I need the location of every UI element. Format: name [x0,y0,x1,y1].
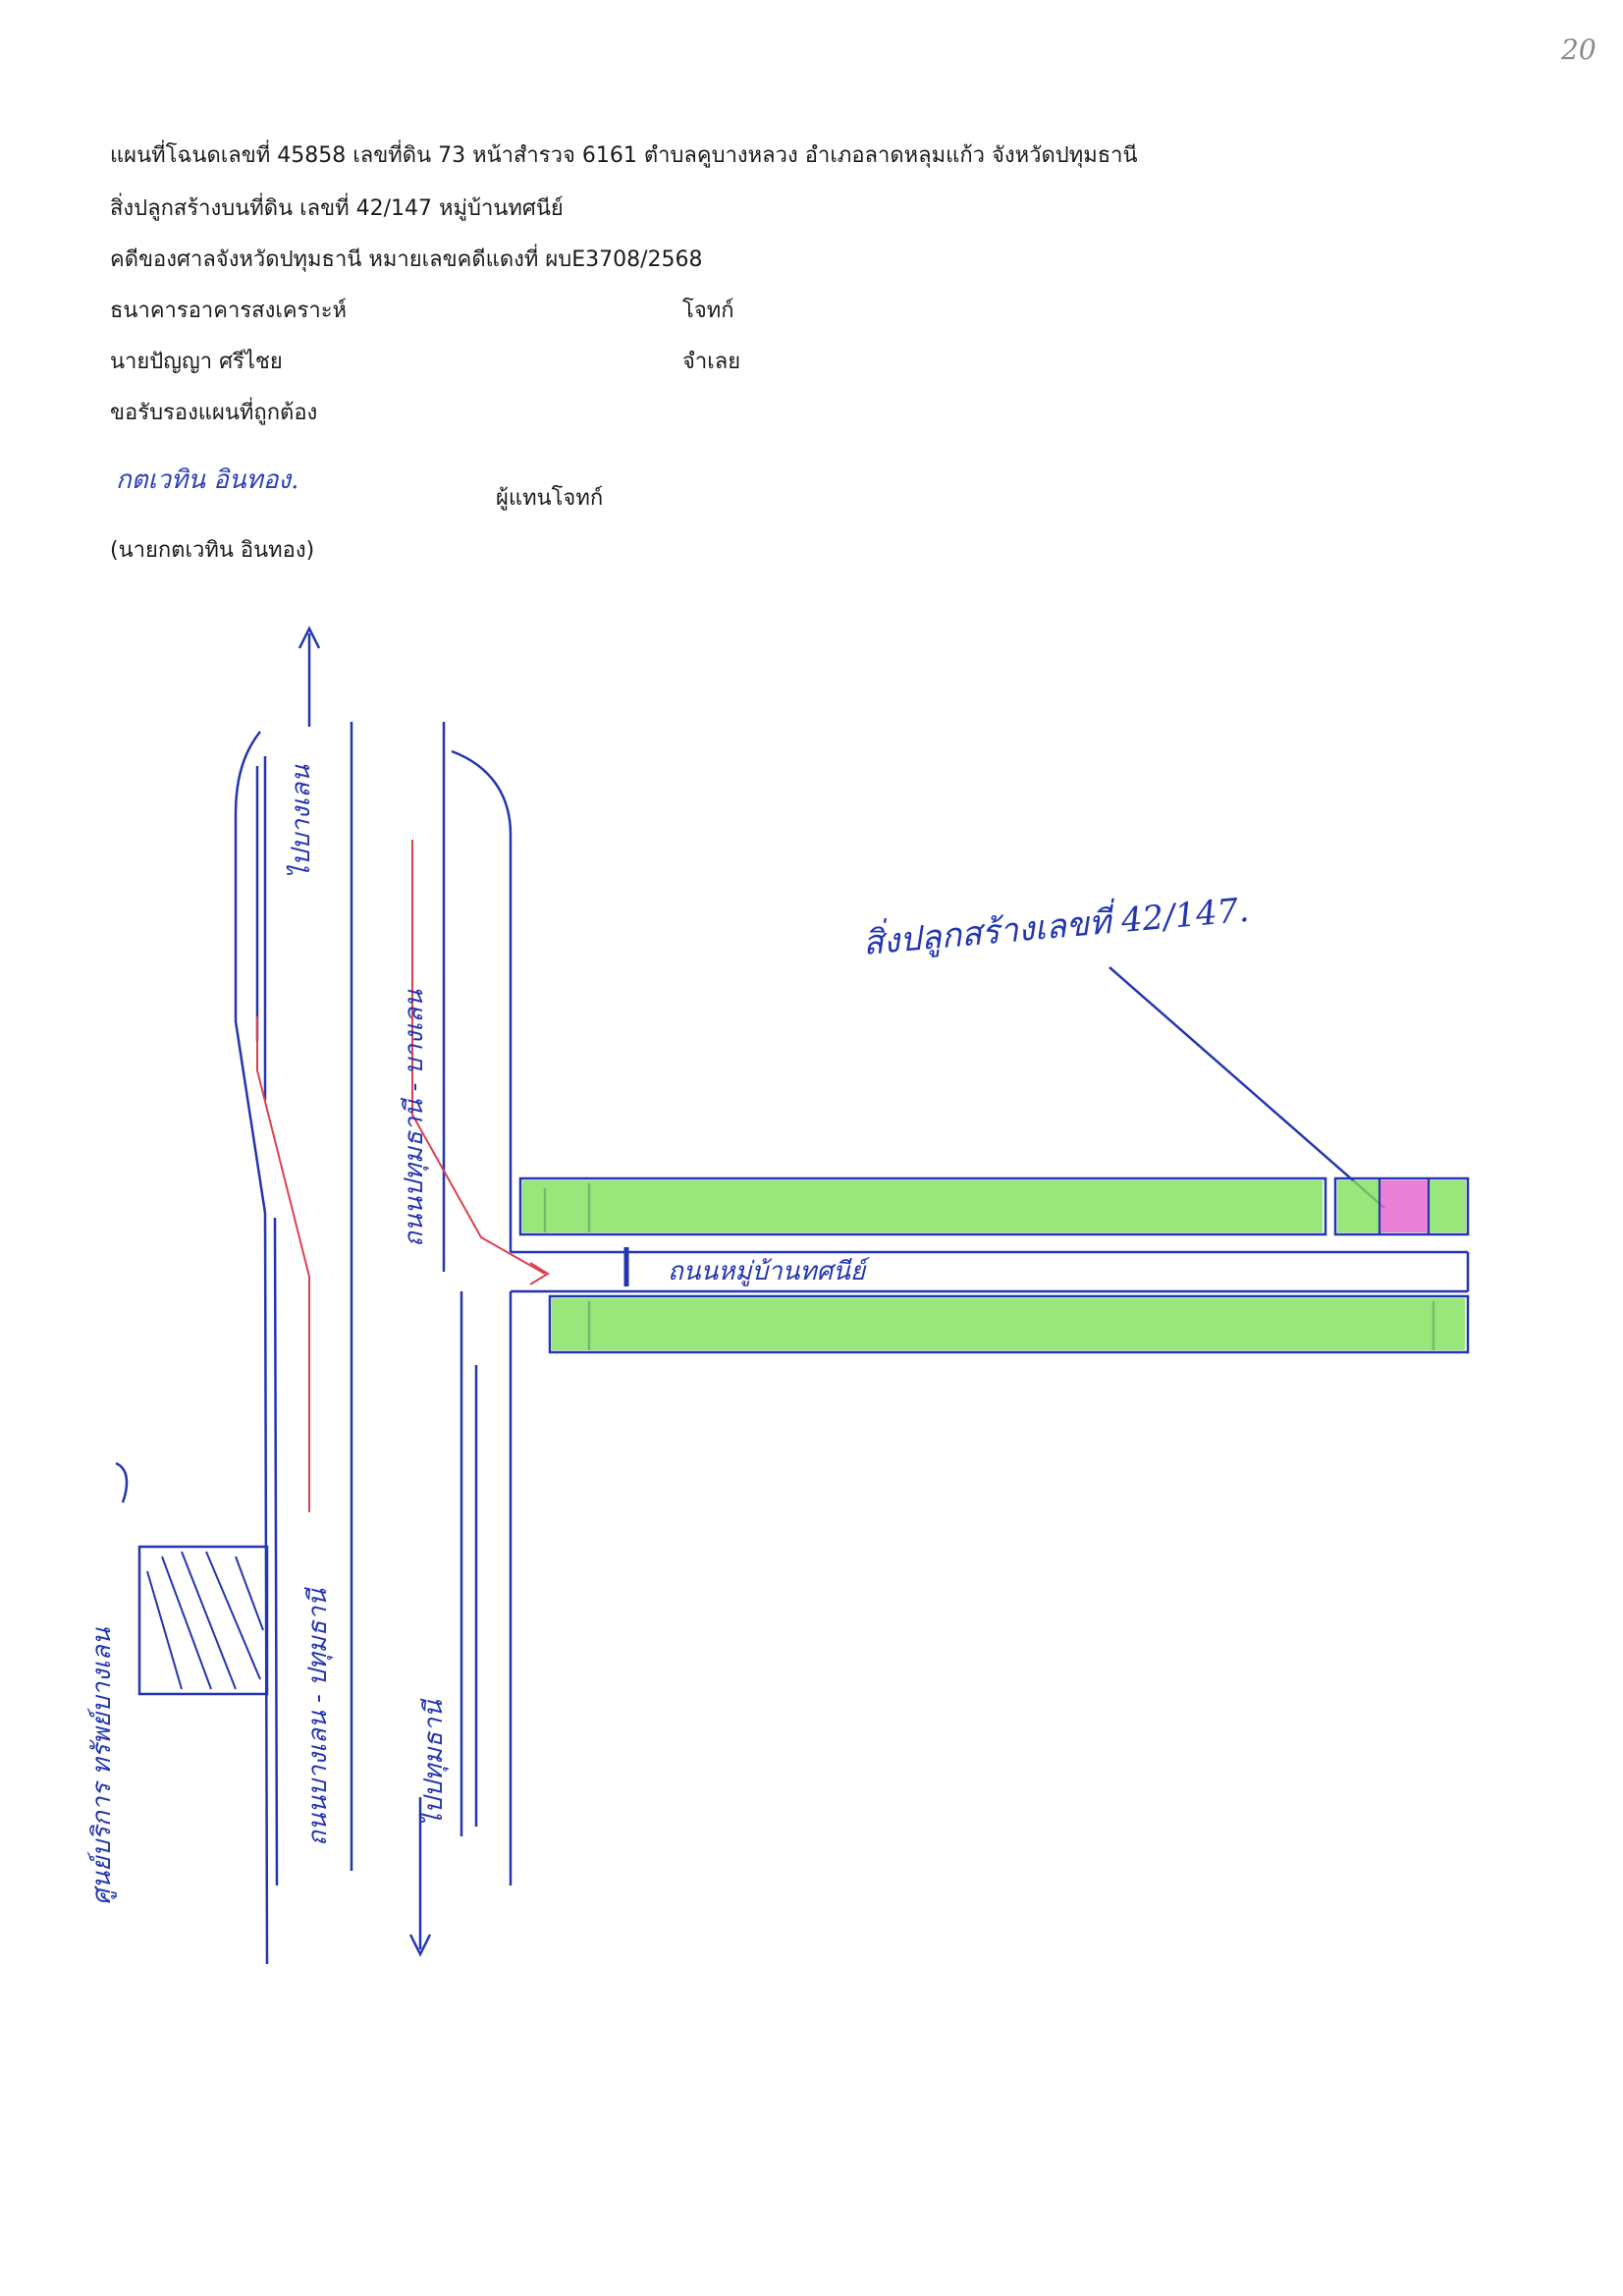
plot-fill-ne1 [1337,1180,1379,1232]
plot-fill-south [552,1298,1465,1350]
road-lines [115,626,1470,1965]
left-service-road [234,731,269,1965]
north-arrowhead [298,626,321,649]
landmark-label: ศูนย์บริการ ทรัพย์บางเลน [87,1626,117,1905]
lane-arrow [529,1262,550,1285]
left-road-edge [273,1217,279,1886]
to-north-label: ไปบางเลน [286,764,316,879]
right-service-road-upper [451,749,513,1252]
plot-row-south [548,1294,1470,1354]
south-arrowhead [408,1934,432,1957]
main-road-lower-label: ถนนบางเลน - ปทุมธานี [303,1586,333,1846]
signer-printed-name: (นายกตเวทิน อินทอง) [110,538,315,563]
plot-row-north-left [518,1176,1327,1236]
plot-fill-ne2 [1430,1180,1466,1232]
plaintiff-role: โจทก์ [682,299,734,323]
plot-fill-north [522,1180,1323,1232]
handwritten-signature: กตเวทิน อินทอง. [116,465,299,495]
building-leader-line [1109,966,1385,1209]
certify-text: ขอรับรองแผนที่ถูกต้อง [110,401,318,425]
lane-left [256,1016,310,1512]
main-road-upper-label: ถนนปทุมธานี - บางเลน [400,989,429,1247]
target-building [1380,1180,1428,1232]
lane-turn [411,840,546,1275]
landmark-bracket [115,1461,129,1503]
landmark-box [137,1545,269,1696]
landmark-hatch [146,1551,264,1690]
plot-row-north-right [1333,1176,1470,1236]
header-building-line: สิ่งปลูกสร้างบนที่ดิน เลขที่ 42/147 หมู่… [110,196,564,221]
to-south-label: ไปปทุมธานี [418,1698,449,1827]
building-label: สิ่งปลูกสร้างเลขที่ 42/147. [861,887,1251,963]
page-number: 20 [1561,33,1596,66]
plaintiff-name: ธนาคารอาคารสงเคราะห์ [110,299,348,323]
signer-role: ผู้แทนโจทก์ [496,486,604,511]
village-road-label: ถนนหมู่บ้านทศนีย์ [668,1257,870,1286]
traffic-lanes [256,840,550,1512]
header-deed-line: แผนที่โฉนดเลขที่ 45858 เลขที่ดิน 73 หน้า… [110,143,1138,168]
defendant-role: จำเลย [682,350,741,374]
header-case-line: คดีของศาลจังหวัดปทุมธานี หมายเลขคดีแดงที… [110,247,703,272]
defendant-name: นายปัญญา ศรีไชย [110,350,283,374]
